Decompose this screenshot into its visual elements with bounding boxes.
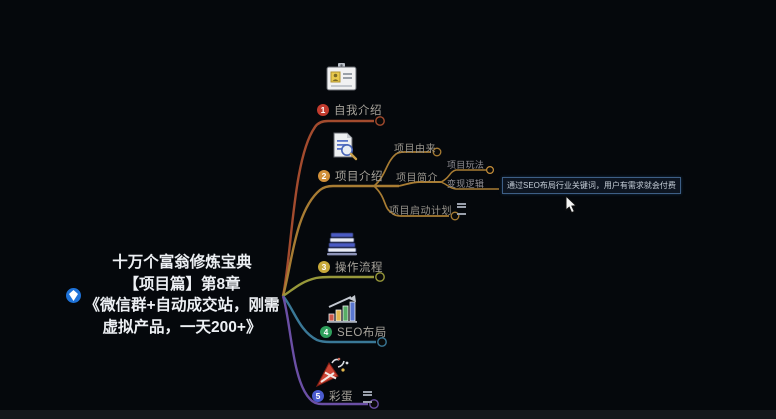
central-topic-line: 虚拟产品，一天200+》 bbox=[102, 318, 262, 336]
central-topic-line: 《微信群+自动成交站，刚需 bbox=[84, 297, 280, 314]
topic-project-intro[interactable]: 2 项目介绍 bbox=[318, 169, 383, 183]
priority-1-icon: 1 bbox=[317, 104, 329, 116]
branch-line-project bbox=[281, 184, 399, 297]
priority-4-icon: 4 bbox=[320, 326, 332, 338]
topic-label: 项目介绍 bbox=[335, 171, 383, 183]
topic-label: 彩蛋 bbox=[329, 391, 353, 403]
priority-3-icon: 3 bbox=[318, 261, 330, 273]
collapse-ring-intro[interactable] bbox=[375, 116, 385, 126]
mouse-cursor bbox=[565, 196, 578, 214]
branch-line-project-plan bbox=[373, 185, 449, 217]
branch-line-seo bbox=[282, 295, 376, 344]
topic-label: 项目启动计划 bbox=[389, 206, 452, 217]
branch-line-project-brief bbox=[398, 181, 441, 187]
topic-project-gameplay[interactable]: 项目玩法 bbox=[447, 160, 485, 170]
topic-process[interactable]: 3 操作流程 bbox=[318, 260, 383, 274]
branch-line-project-monetize bbox=[440, 181, 499, 190]
doc-search-icon bbox=[333, 132, 358, 161]
gem-icon bbox=[66, 288, 81, 303]
collapse-ring-project-plan[interactable] bbox=[450, 211, 460, 221]
branch-line-intro bbox=[281, 119, 374, 297]
priority-2-icon: 2 bbox=[318, 170, 330, 182]
priority-5-icon: 5 bbox=[312, 390, 324, 402]
branch-line-egg bbox=[281, 295, 368, 406]
topic-label: SEO布局 bbox=[337, 327, 387, 339]
topic-label: 操作流程 bbox=[335, 262, 383, 274]
notes-icon[interactable] bbox=[457, 203, 466, 215]
central-topic-line: 【项目篇】第8章 bbox=[123, 275, 241, 293]
topic-project-origin[interactable]: 项目由来 bbox=[394, 144, 436, 155]
central-topic-line: 十万个富翁修炼宝典 bbox=[112, 254, 252, 271]
taskbar-strip bbox=[0, 410, 776, 419]
branch-line-project-origin bbox=[373, 151, 431, 187]
collapse-ring-project-gameplay[interactable] bbox=[486, 166, 495, 175]
branch-line-project-gameplay bbox=[440, 169, 486, 183]
topic-seo[interactable]: 4 SEO布局 bbox=[320, 325, 387, 339]
bar-chart-icon bbox=[327, 295, 357, 323]
branch-line-process bbox=[282, 275, 374, 298]
note-tooltip: 通过SEO布局行业关键词，用户有需求就会付费 bbox=[502, 177, 681, 194]
collapse-ring-seo[interactable] bbox=[377, 337, 387, 347]
party-popper-icon bbox=[315, 357, 349, 388]
notes-icon[interactable] bbox=[363, 391, 372, 403]
central-topic[interactable]: 十万个富翁修炼宝典 【项目篇】第8章 《微信群+自动成交站，刚需 虚拟产品，一天… bbox=[78, 252, 286, 338]
steps-icon bbox=[327, 232, 357, 256]
topic-project-monetize[interactable]: 变现逻辑 bbox=[447, 179, 485, 189]
id-badge-icon bbox=[326, 63, 357, 91]
topic-self-intro[interactable]: 1 自我介绍 bbox=[317, 103, 382, 117]
collapse-ring-process[interactable] bbox=[375, 272, 385, 282]
topic-project-brief[interactable]: 项目简介 bbox=[396, 173, 438, 184]
topic-egg[interactable]: 5 彩蛋 bbox=[312, 389, 372, 403]
topic-project-plan[interactable]: 项目启动计划 bbox=[389, 202, 466, 217]
collapse-ring-project-origin[interactable] bbox=[432, 147, 442, 157]
topic-label: 自我介绍 bbox=[334, 105, 382, 117]
